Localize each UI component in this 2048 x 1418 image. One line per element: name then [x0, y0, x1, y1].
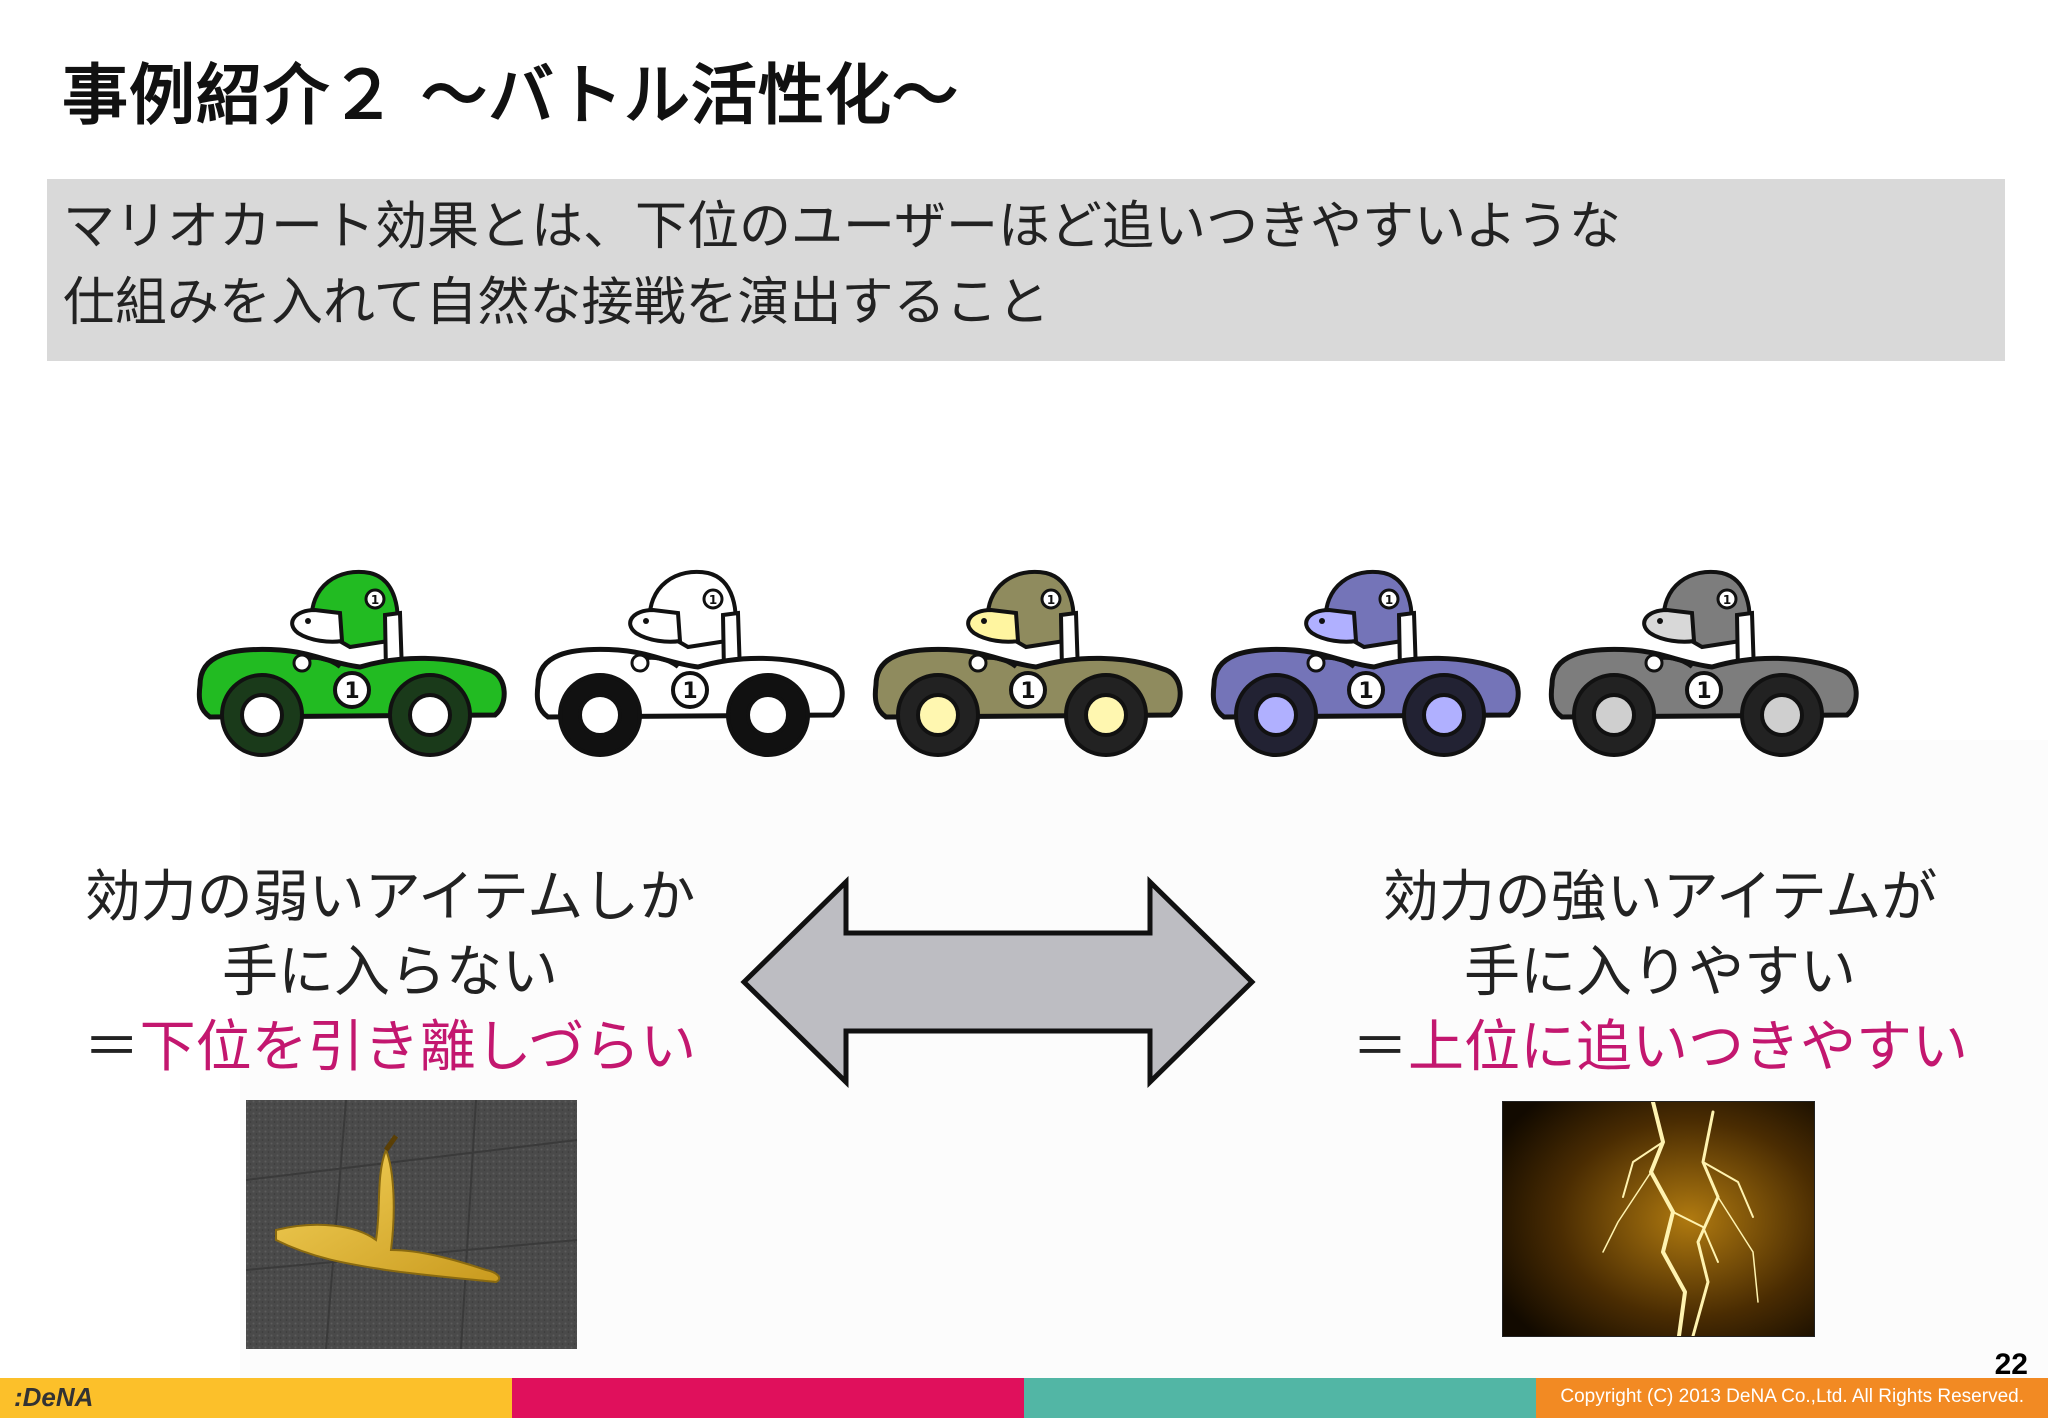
double-arrow-icon: [740, 876, 1256, 1088]
definition-box: マリオカート効果とは、下位のユーザーほど追いつきやすいような 仕組みを入れて自然…: [47, 179, 2005, 361]
svg-text:1: 1: [371, 593, 379, 607]
svg-text:1: 1: [1047, 593, 1055, 607]
kart-icon: 11: [1548, 569, 1859, 757]
lightning-photo: [1502, 1101, 1815, 1337]
svg-text:1: 1: [1020, 679, 1035, 704]
banana-peel-photo: [246, 1100, 577, 1349]
svg-text:1: 1: [1696, 679, 1711, 704]
footer-segment-magenta: [512, 1378, 1024, 1418]
svg-text:1: 1: [1723, 593, 1731, 607]
slide-title: 事例紹介２ ～バトル活性化～: [62, 56, 959, 134]
footer-segment-orange: Copyright (C) 2013 DeNA Co.,Ltd. All Rig…: [1536, 1378, 2048, 1418]
footer-segment-teal: [1024, 1378, 1536, 1418]
svg-text:1: 1: [344, 679, 359, 704]
svg-text:1: 1: [1385, 593, 1393, 607]
strong-caption-highlight: 上位に追いつきやすい: [1408, 1015, 1968, 1080]
weak-caption-line-1: 効力の弱いアイテムしか: [84, 865, 696, 930]
dena-logo: :DeNA: [14, 1382, 94, 1412]
weak-item-caption: 効力の弱いアイテムしか 手に入らない ＝下位を引き離しづらい: [20, 860, 760, 1085]
footer-bar: :DeNA Copyright (C) 2013 DeNA Co.,Ltd. A…: [0, 1378, 2048, 1418]
svg-text:1: 1: [709, 593, 717, 607]
kart-icon: 11: [1210, 569, 1521, 757]
strong-caption-line-1: 効力の強いアイテムが: [1382, 865, 1938, 930]
kart-icon: 11: [196, 569, 507, 757]
page-number: 22: [1994, 1348, 2028, 1381]
equals-sign: ＝: [83, 1015, 140, 1080]
weak-caption-highlight: 下位を引き離しづらい: [139, 1015, 697, 1080]
strong-item-caption: 効力の強いアイテムが 手に入りやすい ＝上位に追いつきやすい: [1290, 860, 2030, 1085]
kart-icon: 11: [534, 569, 845, 757]
strong-caption-line-2: 手に入りやすい: [1464, 940, 1856, 1005]
lightning-bolt-icon: [1503, 1102, 1814, 1336]
svg-text:1: 1: [682, 679, 697, 704]
definition-line-1: マリオカート効果とは、下位のユーザーほど追いつきやすいような: [63, 197, 1621, 257]
kart-icon: 11: [872, 569, 1183, 757]
weak-caption-line-3: ＝下位を引き離しづらい: [20, 1010, 760, 1085]
weak-caption-line-2: 手に入らない: [222, 940, 558, 1005]
copyright-text: Copyright (C) 2013 DeNA Co.,Ltd. All Rig…: [1560, 1386, 2024, 1407]
svg-text:1: 1: [1358, 679, 1373, 704]
definition-line-2: 仕組みを入れて自然な接戦を演出すること: [63, 273, 1050, 333]
footer-segment-yellow: :DeNA: [0, 1378, 512, 1418]
banana-peel-icon: [246, 1100, 577, 1349]
strong-caption-line-3: ＝上位に追いつきやすい: [1290, 1010, 2030, 1085]
equals-sign: ＝: [1352, 1015, 1408, 1080]
